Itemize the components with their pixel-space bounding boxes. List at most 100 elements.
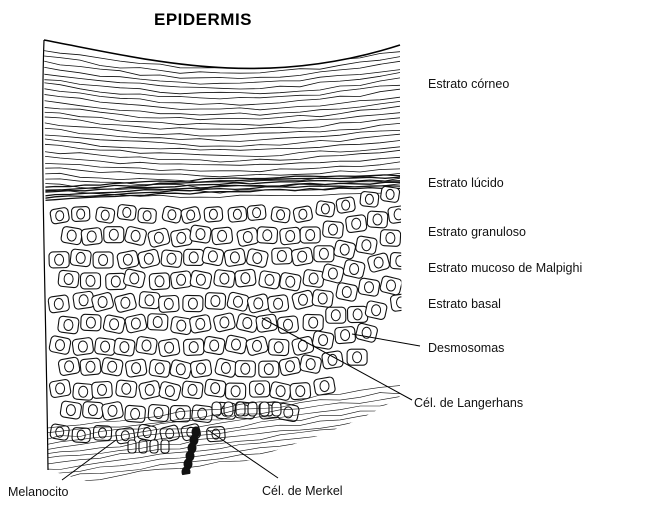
keratinocyte-cell	[148, 404, 169, 422]
keratinocyte-cell	[379, 275, 402, 295]
keratinocyte-cell	[358, 278, 380, 297]
keratinocyte-cell	[170, 270, 192, 289]
basal-cell	[272, 402, 281, 416]
keratinocyte-cell	[333, 240, 356, 260]
keratinocyte-cell	[57, 316, 79, 334]
label-melanocito: Melanocito	[8, 486, 68, 499]
keratinocyte-cell	[367, 211, 388, 228]
keratinocyte-cell	[101, 401, 124, 421]
keratinocyte-cell	[228, 206, 247, 222]
keratinocyte-cell	[114, 293, 137, 313]
keratinocyte-cell	[257, 227, 278, 244]
label-estrato-basal: Estrato basal	[428, 298, 501, 311]
keratinocyte-cell	[213, 312, 236, 332]
keratinocyte-cell	[94, 337, 116, 355]
keratinocyte-cell	[158, 338, 180, 357]
keratinocyte-cell	[269, 381, 292, 401]
keratinocyte-cell	[125, 359, 147, 378]
corneum-fiber	[40, 60, 400, 78]
keratinocyte-cell	[321, 263, 344, 284]
basal-cell	[212, 402, 221, 416]
basal-cell	[161, 440, 169, 453]
keratinocyte-cell	[48, 295, 70, 314]
keratinocyte-cell	[355, 323, 378, 343]
keratinocyte-cell	[137, 249, 160, 269]
keratinocyte-cell	[291, 247, 314, 266]
keratinocyte-cell	[335, 282, 358, 302]
keratinocyte-cell	[279, 356, 302, 376]
keratinocyte-cell	[139, 291, 160, 309]
keratinocyte-cell	[345, 214, 367, 233]
keratinocyte-cell	[58, 357, 81, 376]
keratinocyte-cell	[101, 357, 124, 376]
keratinocyte-cell	[271, 206, 291, 223]
keratinocyte-cell	[246, 248, 269, 268]
diagram-title: EPIDERMIS	[154, 10, 252, 30]
keratinocyte-cell	[236, 313, 259, 333]
keratinocyte-cell	[161, 250, 183, 268]
keratinocyte-cell	[81, 227, 103, 245]
keratinocyte-cell	[149, 273, 170, 290]
keratinocyte-cell	[277, 316, 299, 334]
keratinocyte-cell	[72, 337, 94, 356]
keratinocyte-cell	[247, 293, 270, 313]
keratinocyte-cell	[247, 204, 266, 220]
keratinocyte-cell	[211, 227, 233, 245]
dermis-fiber	[40, 436, 400, 490]
keratinocyte-cell	[135, 336, 157, 355]
keratinocyte-cell	[279, 227, 301, 245]
keratinocyte-cell	[149, 359, 171, 378]
keratinocyte-cell	[124, 314, 147, 334]
keratinocyte-cell	[204, 206, 223, 222]
keratinocyte-cell	[380, 186, 400, 203]
merkel-cell	[182, 467, 190, 477]
keratinocyte-cell	[49, 379, 71, 398]
keratinocyte-cell	[60, 226, 82, 245]
keratinocyte-cell	[190, 270, 213, 290]
keratinocyte-cell	[169, 359, 192, 379]
keratinocyte-cell	[138, 380, 161, 400]
keratinocyte-cell	[190, 359, 212, 378]
keratinocyte-cell	[225, 335, 248, 355]
keratinocyte-cell	[91, 381, 112, 398]
keratinocyte-cell	[258, 270, 280, 289]
keratinocyte-cell	[279, 272, 302, 291]
keratinocyte-cell	[388, 205, 410, 224]
keratinocyte-cell	[214, 358, 237, 378]
keratinocyte-cell	[180, 206, 201, 224]
label-estrato-mucoso: Estrato mucoso de Malpighi	[428, 262, 582, 275]
keratinocyte-cell	[203, 336, 225, 355]
keratinocyte-cell	[336, 197, 356, 214]
leader-merkel	[208, 430, 278, 478]
label-estrato-corneo: Estrato córneo	[428, 78, 509, 91]
keratinocyte-cell	[390, 293, 412, 312]
keratinocyte-cell	[303, 269, 325, 288]
keratinocyte-cell	[355, 236, 377, 255]
keratinocyte-cell	[236, 227, 259, 247]
keratinocyte-cell	[312, 289, 334, 308]
keratinocyte-cell	[115, 380, 137, 398]
keratinocyte-cell	[365, 300, 388, 320]
keratinocyte-cell	[103, 314, 126, 334]
keratinocyte-cell	[170, 316, 192, 335]
keratinocyte-cell	[70, 249, 92, 267]
label-desmosomas: Desmosomas	[428, 342, 504, 355]
keratinocyte-cell	[267, 294, 289, 313]
keratinocyte-cell	[204, 379, 226, 398]
keratinocyte-cell	[91, 292, 114, 313]
keratinocyte-cell	[360, 191, 379, 207]
keratinocyte-cell	[343, 259, 366, 279]
keratinocyte-cell	[245, 336, 268, 357]
keratinocyte-cell	[367, 252, 390, 273]
keratinocyte-cell	[95, 207, 115, 224]
keratinocyte-cell	[291, 290, 314, 310]
keratinocyte-cell	[124, 226, 147, 246]
corneum-fiber	[40, 156, 400, 166]
keratinocyte-cell	[162, 206, 183, 224]
keratinocyte-cell	[202, 247, 225, 267]
keratinocyte-cell	[226, 292, 249, 312]
keratinocyte-cell	[334, 326, 355, 344]
keratinocyte-cell	[147, 228, 170, 248]
keratinocyte-cell	[313, 377, 335, 396]
